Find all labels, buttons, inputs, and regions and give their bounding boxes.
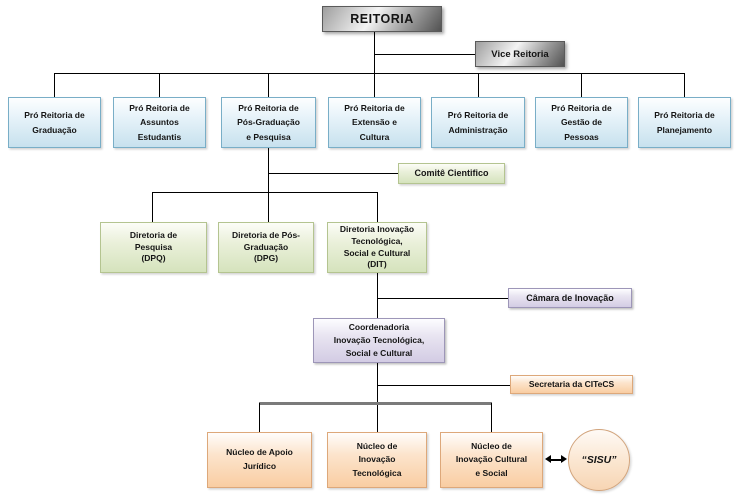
connector-drop-gestao [581,73,582,97]
connector-drop-nucleo-cultural [491,403,492,432]
box-pro-reitoria-graduacao: Pró Reitoria de Graduação [8,97,101,148]
box-pro-reitoria-pos-graduacao-pesquisa: Pró Reitoria de Pós-Graduação e Pesquisa [221,97,316,148]
arrow-head-left [545,455,551,463]
box-label: Comitê Cientifico [414,168,489,178]
box-label: Coordenadoria Inovação Tecnológica, Soci… [333,322,425,358]
box-camara-inovacao: Câmara de Inovação [508,288,632,308]
connector-drop-extensao [374,73,375,97]
box-pro-reitoria-extensao-cultura: Pró Reitoria de Extensão e Cultura [328,97,421,148]
box-pro-reitoria-planejamento: Pró Reitoria de Planejamento [638,97,731,148]
connector-coordenadoria-trunk [377,363,378,432]
box-diretoria-pesquisa-dpq: Diretoria de Pesquisa (DPQ) [100,222,207,273]
box-label: Pró Reitoria de Pós-Graduação e Pesquisa [237,102,300,142]
circle-sisu: “SISU” [568,429,630,491]
box-vice-reitoria: Vice Reitoria [475,41,565,67]
box-label: “SISU” [581,454,617,466]
box-secretaria-citecs: Secretaria da CITeCS [510,375,633,394]
box-label: Pró Reitoria de Assuntos Estudantis [129,102,190,142]
box-label: Secretaria da CITeCS [528,378,615,389]
connector-comite-branch [268,173,398,174]
connector-nucleos-horizontal [259,402,492,405]
connector-drop-planejamento [684,73,685,97]
box-diretoria-pos-graduacao-dpg: Diretoria de Pós- Graduação (DPG) [218,222,314,273]
connector-diretorias-horizontal [152,192,378,193]
box-label: Câmara de Inovação [526,292,614,303]
box-label: Núcleo de Apoio Jurídico [226,447,293,471]
box-pro-reitoria-administracao: Pró Reitoria de Administração [431,97,525,148]
box-label: Diretoria de Pesquisa (DPQ) [129,229,178,264]
arrow-shaft [549,458,563,461]
box-label: Pró Reitoria de Planejamento [654,110,715,135]
box-label: Pró Reitoria de Extensão e Cultura [344,102,405,142]
box-nucleo-apoio-juridico: Núcleo de Apoio Jurídico [207,432,312,488]
box-nucleo-inovacao-cultural-social: Núcleo de Inovação Cultural e Social [440,432,543,488]
connector-drop-dpq [152,192,153,222]
double-arrow-icon [545,455,567,464]
connector-vice-branch [374,54,475,55]
box-label: Vice Reitoria [491,48,549,60]
connector-root-trunk [374,32,375,73]
box-coordenadoria-citecs: Coordenadoria Inovação Tecnológica, Soci… [313,318,445,363]
box-label: Diretoria Inovação Tecnológica, Social e… [339,223,415,270]
connector-camara-branch [377,298,508,299]
connector-posgrad-trunk [268,148,269,222]
connector-secretaria-branch [377,385,510,386]
connector-drop-posgrad [268,73,269,97]
connector-drop-administracao [478,73,479,97]
box-diretoria-inovacao-dit: Diretoria Inovação Tecnológica, Social e… [327,222,427,273]
box-label: Diretoria de Pós- Graduação (DPG) [231,229,301,264]
box-label: Núcleo de Inovação Tecnológica [352,440,402,478]
connector-drop-graduacao [54,73,55,97]
connector-drop-dit [377,192,378,222]
box-label: Pró Reitoria de Gestão de Pessoas [551,102,612,142]
box-comite-cientifico: Comitê Cientifico [398,163,505,184]
box-pro-reitoria-gestao-pessoas: Pró Reitoria de Gestão de Pessoas [535,97,628,148]
box-label: REITORIA [350,12,414,26]
box-nucleo-inovacao-tecnologica: Núcleo de Inovação Tecnológica [327,432,427,488]
connector-main-horizontal [54,73,685,74]
connector-dit-trunk [377,273,378,318]
box-pro-reitoria-assuntos-estudantis: Pró Reitoria de Assuntos Estudantis [113,97,206,148]
box-label: Núcleo de Inovação Cultural e Social [455,440,528,478]
connector-drop-assuntos [159,73,160,97]
box-label: Pró Reitoria de Graduação [24,110,85,135]
connector-drop-nucleo-juridico [259,403,260,432]
box-label: Pró Reitoria de Administração [447,110,509,135]
box-reitoria: REITORIA [322,6,442,32]
arrow-head-right [561,455,567,463]
